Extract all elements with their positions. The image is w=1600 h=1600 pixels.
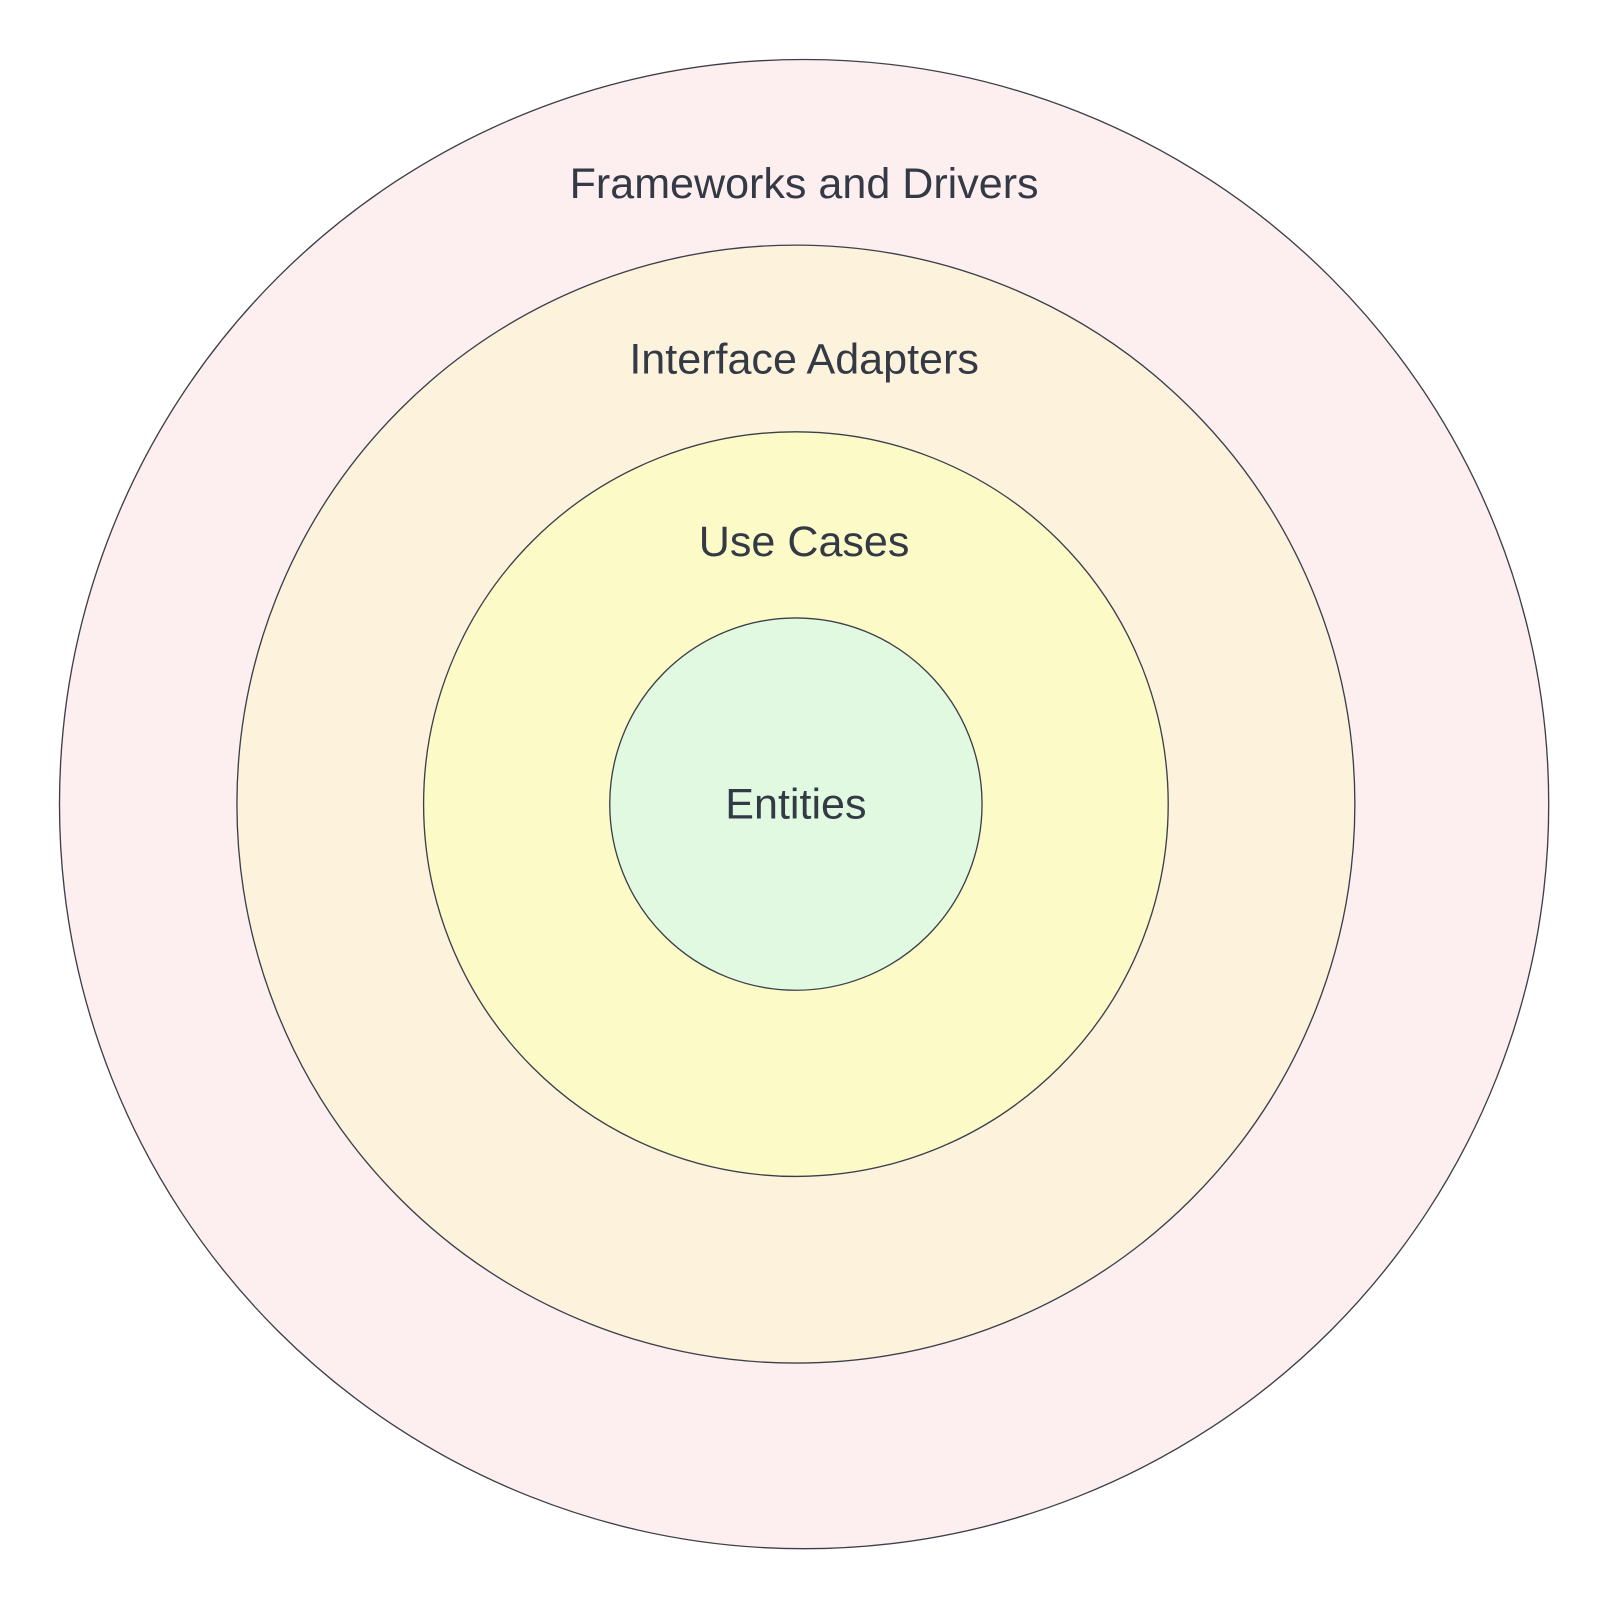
label-interface-adapters: Interface Adapters: [629, 335, 979, 383]
layer-entities: [609, 617, 983, 991]
label-use-cases: Use Cases: [699, 518, 910, 566]
label-frameworks-and-drivers: Frameworks and Drivers: [570, 160, 1039, 208]
label-entities: Entities: [725, 780, 866, 828]
